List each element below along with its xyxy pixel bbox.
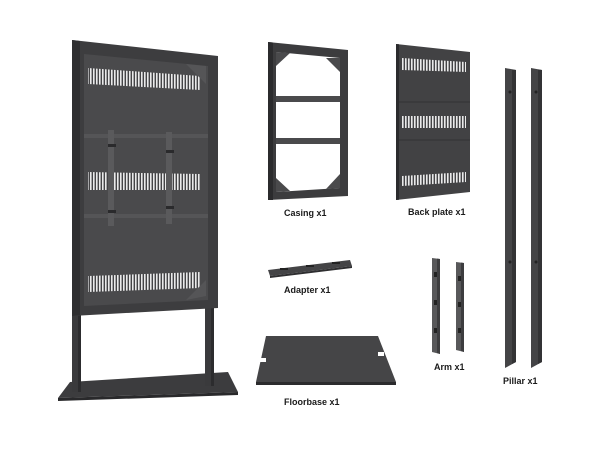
adapter-illustration (268, 260, 352, 278)
backplate-caption: Back plate x1 (408, 207, 466, 217)
pillar-illustration (505, 68, 542, 368)
assembled-kiosk (58, 40, 238, 401)
floorbase-illustration (256, 336, 396, 385)
kiosk-vent-bottom (88, 272, 200, 292)
casing-illustration (268, 42, 348, 200)
kiosk-floorbase (58, 372, 238, 398)
kiosk-vesa-bracket (84, 130, 208, 226)
kiosk-vent-middle (88, 172, 200, 190)
adapter-caption: Adapter x1 (284, 285, 331, 295)
casing-caption: Casing x1 (284, 208, 327, 218)
backplate-illustration (396, 44, 470, 200)
kiosk-vent-top (88, 68, 200, 90)
arm-caption: Arm x1 (434, 362, 465, 372)
kiosk-right-leg (205, 306, 214, 386)
floorbase-caption: Floorbase x1 (284, 397, 340, 407)
pillar-caption: Pillar x1 (503, 376, 538, 386)
kiosk-left-leg (72, 312, 81, 392)
arm-illustration (432, 258, 464, 354)
